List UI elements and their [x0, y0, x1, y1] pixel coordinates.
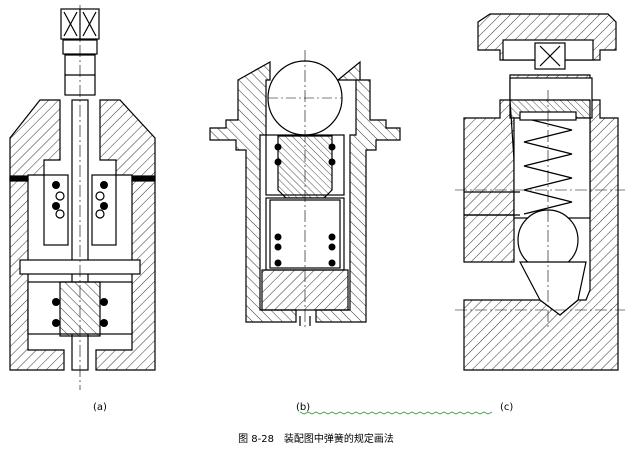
label-c: (c) [500, 402, 514, 413]
figure-caption: 图 8-28 装配图中弹簧的规定画法 [238, 434, 394, 445]
drawing-c [455, 13, 625, 371]
label-a: (a) [93, 402, 107, 413]
squiggle-underline [299, 411, 493, 415]
drawing-a [9, 5, 156, 390]
label-b: (b) [296, 402, 311, 413]
drawing-b [209, 50, 401, 330]
